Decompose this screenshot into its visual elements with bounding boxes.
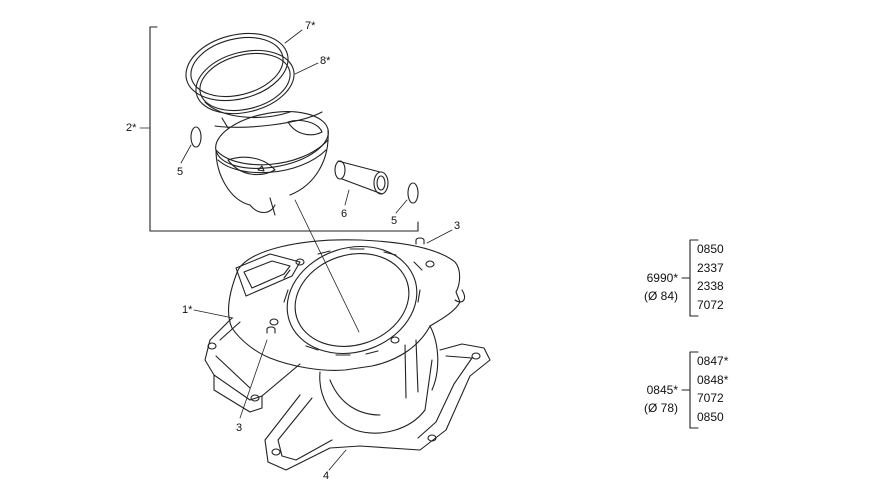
leader-lines: [139, 29, 453, 471]
group1-code: 6990*: [646, 271, 678, 285]
piston-assembly-bracket: [149, 26, 419, 232]
callout-5-right: 5: [391, 215, 398, 227]
callout-5-left: 5: [177, 166, 184, 178]
callout-4: 4: [323, 470, 330, 482]
piston-ring-oil: [204, 101, 323, 129]
piston-ring-second: [195, 49, 295, 115]
callout-1: 1*: [182, 304, 193, 316]
piston: [215, 111, 329, 216]
piston-ring-top: [185, 32, 289, 102]
group1-bracket: [681, 239, 699, 317]
list-item: 2338: [697, 279, 724, 293]
callout-3-top: 3: [454, 220, 461, 232]
list-item: 2337: [697, 260, 724, 275]
list-item: 0850: [697, 242, 724, 256]
list-item: 0847*: [697, 354, 729, 368]
group2-bracket: [681, 351, 699, 429]
callout-6: 6: [341, 208, 348, 220]
group2-items: 0847* 0848* 7072 0850: [697, 352, 728, 426]
group2-label: 0845* (Ø 78): [632, 381, 678, 417]
group1-label: 6990* (Ø 84): [632, 269, 678, 305]
wrist-pin: [334, 160, 389, 195]
group1-items: 0850 2337 2338 7072: [697, 240, 724, 314]
list-item: 0848*: [697, 372, 729, 387]
callout-7: 7*: [305, 20, 316, 32]
list-item: 7072: [697, 391, 724, 405]
callout-8: 8*: [320, 55, 331, 67]
group2-bore: (Ø 78): [643, 401, 678, 415]
circlip-right: [407, 182, 419, 204]
group1-bore: (Ø 84): [643, 289, 678, 303]
callout-3-bottom: 3: [236, 422, 243, 434]
list-item: 7072: [697, 297, 724, 312]
circlip-left: [190, 126, 202, 148]
group2-code: 0845*: [646, 383, 678, 397]
cylinder: [204, 237, 491, 471]
list-item: 0850: [697, 409, 724, 424]
callout-2: 2*: [126, 122, 137, 134]
